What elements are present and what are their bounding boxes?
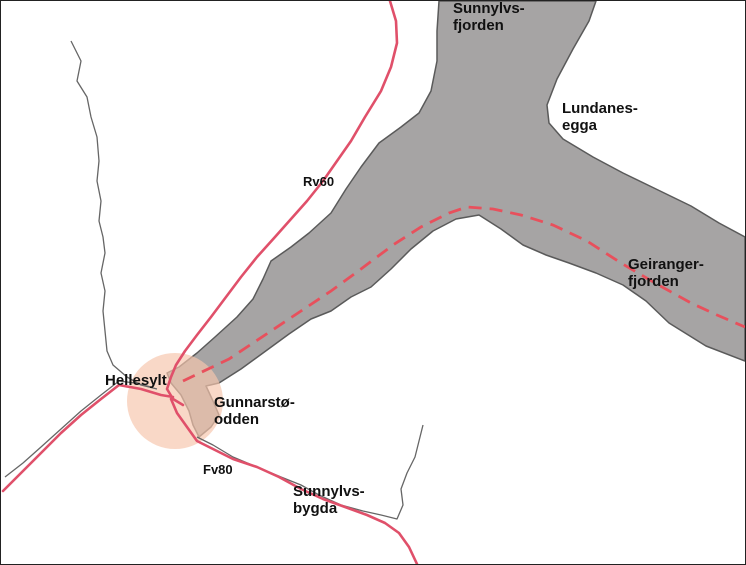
roads	[1, 1, 419, 564]
road-fv80	[169, 397, 419, 564]
label-sunnylvsfjorden: Sunnylvs- fjorden	[453, 1, 525, 35]
label-gunnarstoodden-line-2: odden	[214, 410, 259, 428]
fjord-water	[166, 1, 745, 438]
label-sunnylvsbygda: Sunnylvs- bygda	[293, 483, 365, 518]
label-rv60: Rv60	[303, 174, 335, 190]
label-lundanesegga-line-1: Lundanes-	[562, 100, 638, 117]
label-gunnarstoodden: Gunnarstø- odden	[214, 394, 295, 429]
label-lundanesegga: Lundanes- egga	[562, 100, 638, 135]
label-hellesylt-text: Hellesylt	[105, 372, 167, 389]
label-fv80-text: Fv80	[203, 462, 233, 477]
label-sunnylvsbygda-line-2: bygda	[293, 499, 338, 517]
label-geirangerfjorden-line-2: fjorden	[628, 272, 679, 290]
label-gunnarstoodden-line-1: Gunnarstø-	[214, 394, 295, 411]
label-sunnylvsfjorden-line-1: Sunnylvs-	[453, 0, 525, 17]
label-rv60-text: Rv60	[303, 174, 335, 189]
label-sunnylvsfjorden-line-2: fjorden	[453, 16, 504, 34]
label-sunnylvsbygda-line-1: Sunnylvs-	[293, 483, 365, 500]
road-west	[1, 383, 175, 493]
ferry-route	[182, 205, 745, 383]
river-west	[70, 40, 158, 390]
label-hellesylt: Hellesylt	[105, 372, 167, 390]
label-geirangerfjorden: Geiranger- fjorden	[628, 256, 704, 291]
label-lundanesegga-line-2: egga	[562, 116, 598, 134]
river-southwest	[4, 380, 152, 478]
label-geirangerfjorden-line-1: Geiranger-	[628, 256, 704, 273]
label-fv80: Fv80	[203, 462, 233, 478]
road-rv60	[165, 1, 399, 407]
